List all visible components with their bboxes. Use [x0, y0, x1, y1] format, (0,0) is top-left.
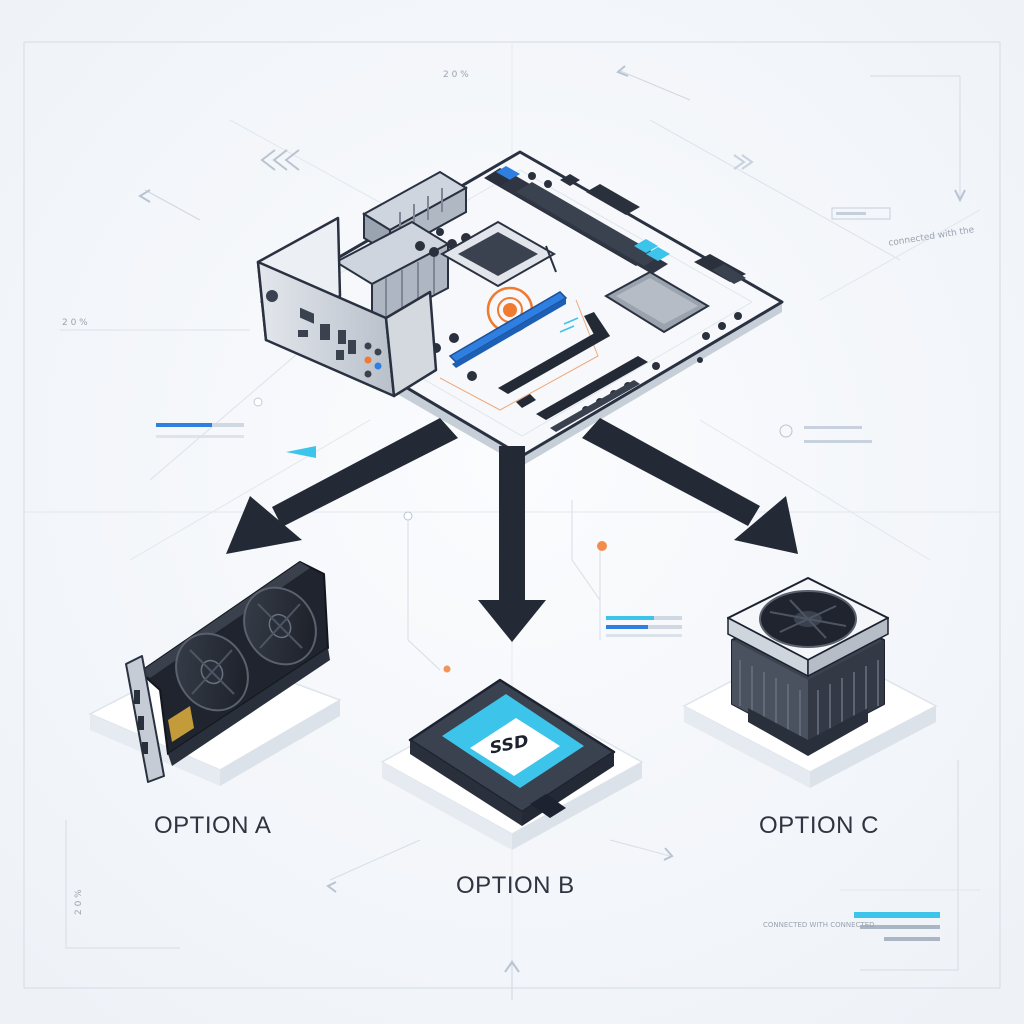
decorative-caption: 2 0 %	[62, 318, 88, 328]
decorative-marks	[138, 65, 966, 973]
cpu-cooler-icon	[727, 577, 889, 756]
motherboard	[256, 150, 784, 466]
cpu-socket	[439, 220, 557, 288]
chipset	[604, 270, 710, 334]
arrow-to-option-a	[226, 418, 458, 554]
arrow-to-option-c	[582, 418, 798, 554]
decorative-caption: 2 0 %	[443, 70, 469, 80]
option-a-label: OPTION A	[154, 812, 272, 839]
decorative-bars	[156, 207, 940, 941]
pcie-slots	[448, 291, 648, 432]
decorative-caption: 2 0 %	[74, 889, 84, 915]
ram-slots	[484, 166, 670, 274]
decorative-caption: CONNECTED WITH CONNECTED	[763, 921, 875, 929]
option-b-label: OPTION B	[456, 872, 575, 899]
option-c-label: OPTION C	[759, 812, 880, 839]
ssd-icon	[408, 678, 616, 826]
gpu-icon	[125, 561, 330, 783]
arrow-to-option-b	[478, 446, 546, 642]
io-shield	[256, 216, 438, 398]
